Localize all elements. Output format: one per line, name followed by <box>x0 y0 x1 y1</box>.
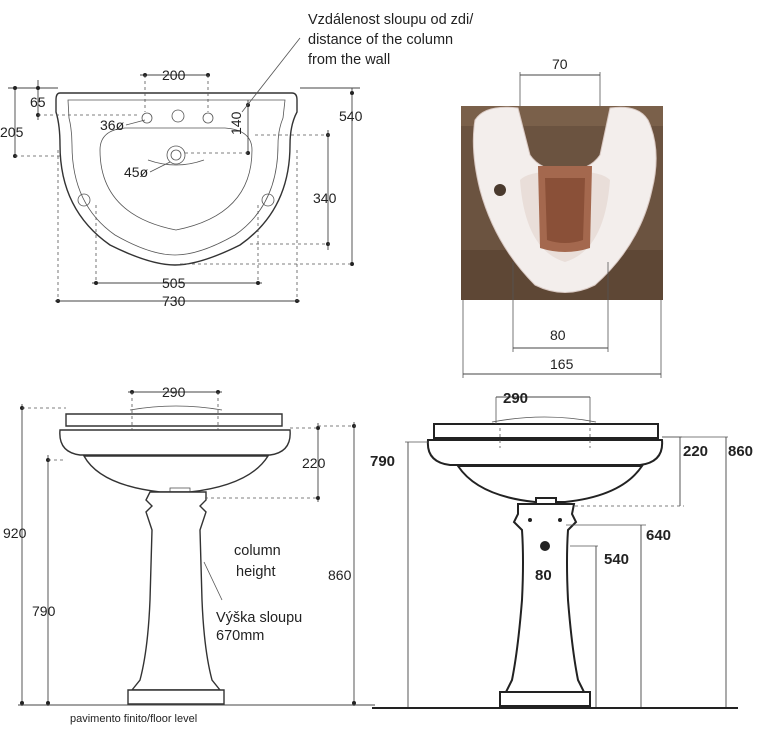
dim-80-right: 80 <box>535 567 552 584</box>
column-top-photo: 70 80 165 <box>461 56 663 378</box>
dim-80-photo: 80 <box>550 327 566 343</box>
dim-70: 70 <box>552 56 568 72</box>
dim-505: 505 <box>162 275 186 291</box>
tap-hole-left <box>141 112 153 124</box>
column-height-cz-1: Výška sloupu <box>216 610 302 626</box>
dim-140: 140 <box>228 111 244 135</box>
dim-340: 340 <box>313 190 337 206</box>
svg-text:Vzdálenost sloupu od zdi/: Vzdálenost sloupu od zdi/ <box>308 12 474 28</box>
basin-rim <box>67 99 286 256</box>
wall-distance-note: Vzdálenost sloupu od zdi/ distance of th… <box>308 12 474 68</box>
dim-730: 730 <box>162 293 186 309</box>
tap-hole-right <box>202 112 214 124</box>
basin-outline <box>55 92 298 266</box>
column-height-en-2: height <box>236 564 276 580</box>
fixing-hole-right <box>261 193 275 207</box>
dim-290-left: 290 <box>162 384 186 400</box>
pedestal-base <box>127 689 225 705</box>
dim-540-right: 540 <box>604 551 629 568</box>
pedestal-column-right <box>504 503 586 693</box>
dim-165: 165 <box>550 356 574 372</box>
dim-220-right: 220 <box>683 443 708 460</box>
basin-front-edge <box>59 429 291 456</box>
fixing-hole-photo <box>494 184 506 196</box>
column-hole <box>540 541 550 551</box>
front-view-right: 290 790 220 860 640 540 80 <box>370 390 753 709</box>
svg-text:from the wall: from the wall <box>308 52 390 68</box>
overflow-slot <box>147 159 205 166</box>
drain-hole <box>166 145 186 165</box>
top-view-plan: 200 65 205 36ø 140 45ø 540 340 <box>0 37 363 309</box>
dim-860-left: 860 <box>328 567 352 583</box>
dim-220-left: 220 <box>302 455 326 471</box>
dim-790-right: 790 <box>370 453 395 470</box>
dim-540: 540 <box>339 108 363 124</box>
dim-790-left: 790 <box>32 603 56 619</box>
dim-65: 65 <box>30 94 46 110</box>
dim-205: 205 <box>0 124 24 140</box>
dim-200: 200 <box>162 67 186 83</box>
basin-top-rim-right <box>433 423 659 439</box>
pedestal-column <box>130 491 222 691</box>
pedestal-base-right <box>499 691 591 707</box>
basin-top-rim <box>65 413 283 427</box>
dim-640: 640 <box>646 527 671 544</box>
svg-text:distance of the column: distance of the column <box>308 32 453 48</box>
floor-level-label: pavimento finito/floor level <box>70 713 197 725</box>
dim-860-right: 860 <box>728 443 753 460</box>
basin-bowl-front <box>82 455 270 493</box>
tap-hole-center <box>171 109 185 123</box>
front-view-left: 290 220 920 790 860 pavimento finito/flo… <box>3 384 375 725</box>
column-height-cz-2: 670mm <box>216 628 264 644</box>
dim-45-diameter: 45ø <box>124 164 149 180</box>
fixing-hole-left <box>77 193 91 207</box>
dim-36-diameter: 36ø <box>100 117 125 133</box>
basin-front-edge-right <box>426 439 664 466</box>
basin-bowl <box>99 127 253 231</box>
column-height-en-1: column <box>234 543 281 559</box>
dim-290-right: 290 <box>503 390 528 407</box>
basin-bowl-right <box>456 465 644 503</box>
dim-920: 920 <box>3 525 27 541</box>
